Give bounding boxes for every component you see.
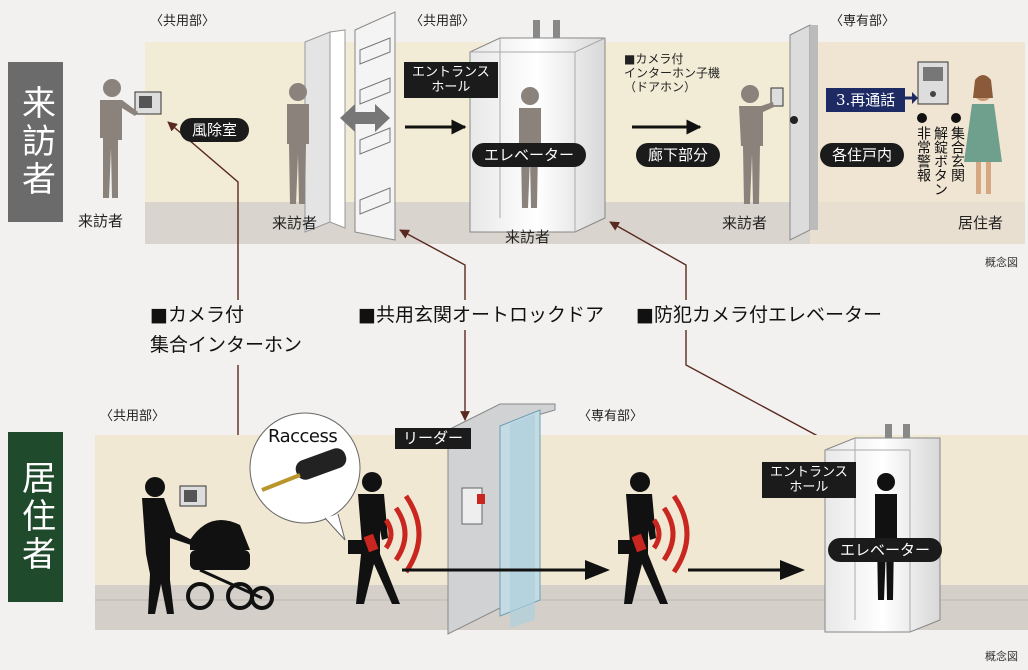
zone-label-common: 〈共用部〉 (150, 14, 216, 29)
feature-camera-intercom: ■カメラ付 集合インターホン (150, 304, 303, 356)
unit-door (789, 24, 818, 241)
raccess-logo: Raccess (268, 426, 338, 447)
visitor-figure-icon (739, 85, 774, 204)
signal-wave-icon (363, 494, 422, 574)
intercom-panel-icon (179, 485, 207, 507)
key-fob-icon (261, 448, 347, 492)
door-intercom-icon (770, 87, 784, 107)
visitor-figure-icon (100, 79, 138, 198)
concept-note: 概念図 (985, 650, 1018, 663)
elevator-label: エレベーター (472, 143, 587, 167)
concept-note: 概念図 (985, 256, 1018, 269)
mother-stroller-icon (142, 477, 274, 614)
visitor-caption: 来訪者 (722, 214, 768, 232)
unit-interior-label: 各住戸内 (820, 143, 905, 167)
resident-caption: 居住者 (958, 214, 1004, 232)
resident-figure-icon (964, 75, 1002, 194)
zone-label-private: 〈専有部〉 (830, 14, 896, 29)
reader-label: リーダー (395, 428, 472, 449)
zone-label-common: 〈共用部〉 (100, 409, 166, 424)
zone-label-private: 〈専有部〉 (578, 409, 644, 424)
visitor-caption: 来訪者 (78, 212, 124, 230)
recall-label: 3.再通話 (826, 88, 906, 112)
indoor-monitor-icon (917, 61, 949, 105)
raccess-bubble (249, 412, 361, 541)
zone-label-common: 〈共用部〉 (410, 14, 476, 29)
visitor-caption: 来訪者 (505, 228, 551, 246)
unlock-button-label: 解錠ボタン (932, 126, 948, 196)
corridor-label: 廊下部分 (636, 143, 721, 167)
entrance-button-label: 集合玄関 (949, 126, 965, 182)
entrance-hall-label: エントランス ホール (404, 62, 498, 98)
feature-connectors (167, 121, 841, 476)
button-dot-icon (917, 113, 927, 123)
resident-figure-icon (618, 472, 668, 604)
visitor-figure-icon (287, 83, 309, 204)
door-slide-arrow (340, 104, 390, 132)
resident-section-label: 居住者 (8, 432, 63, 602)
intercom-panel-icon (134, 91, 162, 115)
autolock-door (447, 403, 556, 635)
resident-entrance-hall-label: エントランス ホール (762, 462, 856, 498)
door-intercom-label: ■カメラ付 インターホン子機 （ドアホン） (624, 52, 721, 94)
visitor-section-label: 来訪者 (8, 62, 63, 222)
recall-arrow-head (912, 92, 918, 104)
signal-wave-icon (631, 494, 690, 574)
visitor-caption: 来訪者 (272, 214, 318, 232)
resident-figure-icon (348, 472, 400, 604)
windbreak-label: 風除室 (180, 118, 250, 142)
flow-arrow (402, 560, 805, 580)
resident-elevator-label: エレベーター (828, 538, 943, 562)
button-dot-icon (951, 113, 961, 123)
feature-elevator-camera: ■防犯カメラ付エレベーター (636, 304, 882, 326)
feature-autolock-door: ■共用玄関オートロックドア (358, 304, 604, 326)
emergency-alarm-label: 非常警報 (915, 126, 931, 182)
